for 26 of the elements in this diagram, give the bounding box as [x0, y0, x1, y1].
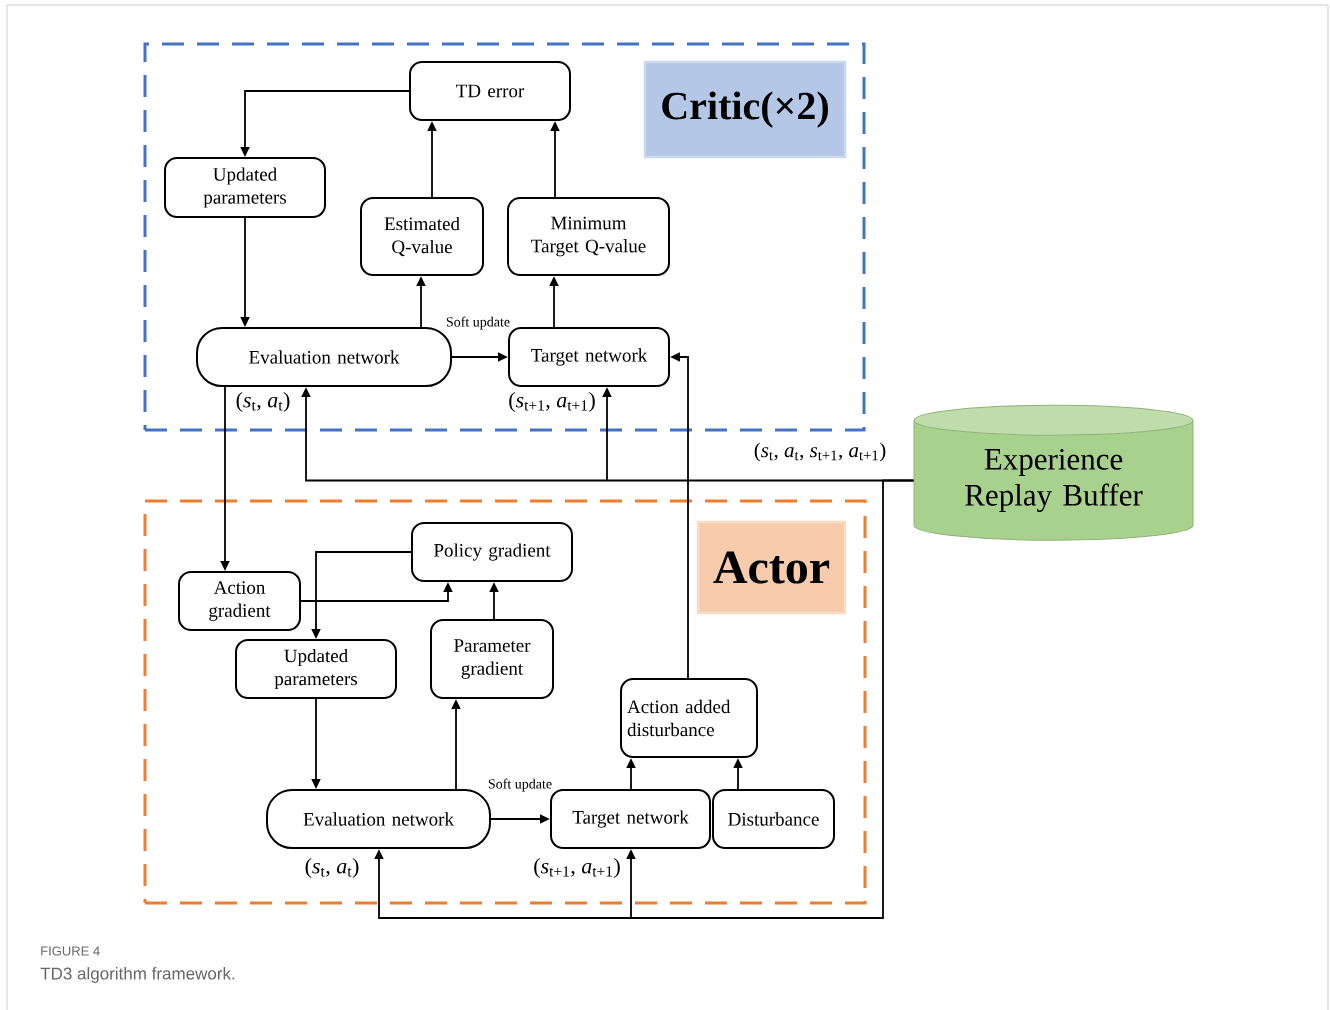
process-box: Updated parameters: [164, 157, 326, 218]
cylinder: Experience Replay Buffer: [913, 404, 1194, 541]
process-box: Policy gradient: [411, 522, 573, 582]
dashed-frame: [143, 42, 866, 432]
process-box: Evaluation network: [196, 327, 452, 387]
process-box: Target network: [508, 327, 670, 387]
caption: TD3 algorithm framework.: [40, 967, 235, 983]
input-label: (s$_{t}$, a$_{t}$): [305, 858, 359, 878]
input-label: (s$_{t}$, a$_{t}$): [236, 392, 290, 412]
process-box: Evaluation network: [266, 789, 491, 849]
input-label: (s$_{t+1}$, a$_{t+1}$): [534, 858, 620, 878]
process-box: Minimum Target Q-value: [507, 197, 670, 276]
title-box: Critic(×2): [643, 60, 847, 159]
dashed-frame: [143, 499, 867, 905]
process-box: Updated parameters: [235, 639, 397, 699]
process-box: Action gradient: [178, 571, 301, 631]
process-box: Parameter gradient: [430, 619, 554, 699]
input-label: (s$_{t+1}$, a$_{t+1}$): [509, 392, 595, 412]
process-box: TD error: [409, 61, 571, 121]
process-box: Action added disturbance: [620, 678, 758, 758]
process-box: Estimated Q-value: [360, 197, 484, 276]
title-box: Actor: [696, 520, 847, 615]
process-box: Disturbance: [712, 789, 835, 849]
edge-label: (s$_{t}$, a$_{t}$, s$_{t+1}$, a$_{t+1}$): [752, 441, 888, 463]
figure-number: FIGURE 4: [41, 946, 100, 956]
process-box: Target network: [550, 789, 711, 849]
